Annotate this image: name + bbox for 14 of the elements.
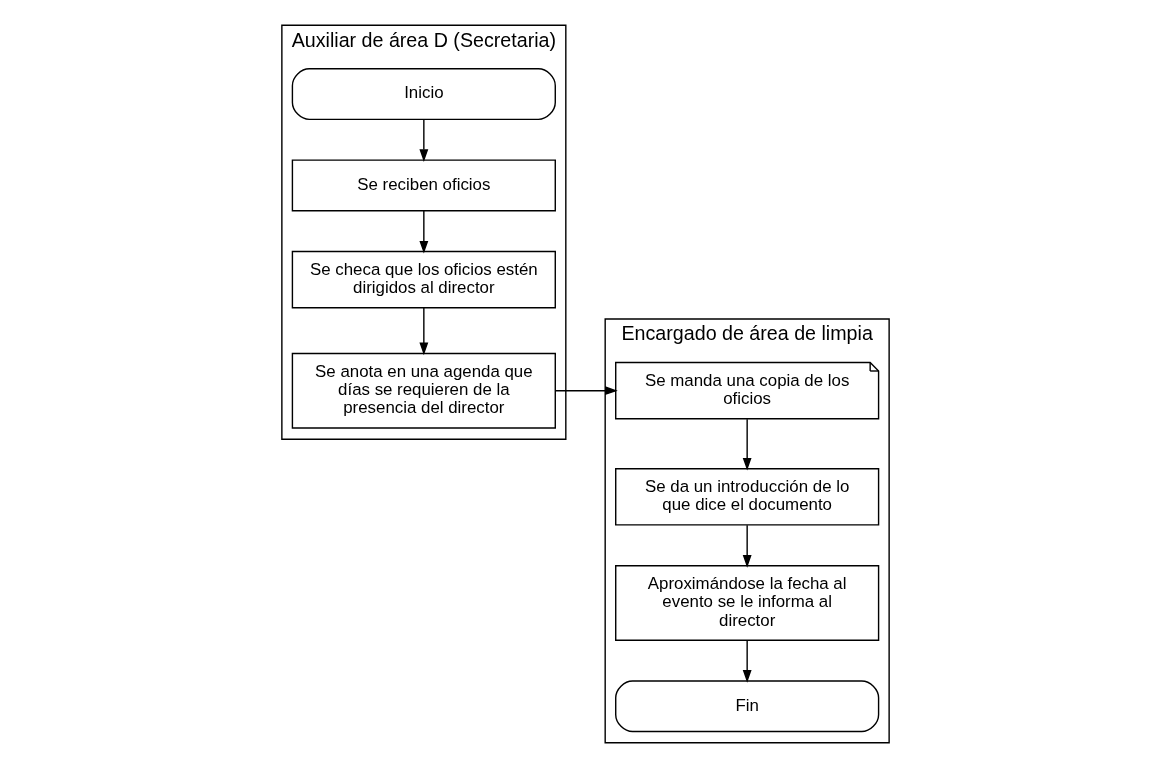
arrow [742,524,752,568]
arrow [742,418,752,471]
node-box: Inicio [291,68,556,121]
arrow [419,307,429,356]
node-box: Se checa que los oficios estén dirigidos al director [291,250,556,309]
node-box: Aproximándose la fecha al evento se le informa al director [615,565,880,641]
node-box: Fin [615,680,880,733]
node-box: Se anota en una agenda que días se requieren de la presencia del director [291,352,556,429]
arrow [555,386,618,396]
arrow [742,639,752,683]
node-box: Se da un introducción de lo que dice el documento [615,468,880,526]
arrow [419,210,429,254]
arrow [419,119,429,162]
node-box: Se reciben oficios [291,159,556,212]
